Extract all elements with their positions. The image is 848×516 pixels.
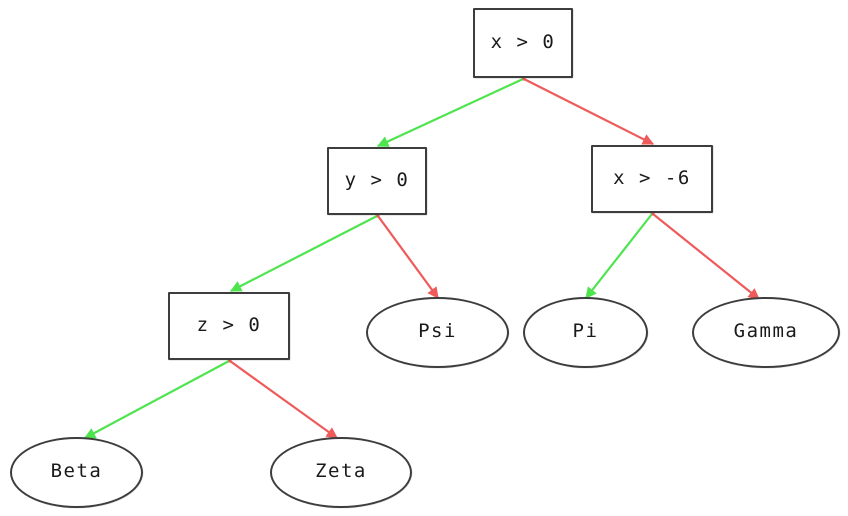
edge-z_gt_0-to-zeta: [229, 360, 338, 439]
node-root[interactable]: x > 0: [473, 8, 573, 78]
edge-z_gt_0-to-beta: [83, 360, 230, 439]
node-label-beta: Beta: [50, 460, 103, 482]
edge-root-to-x_gt_m6: [523, 78, 655, 145]
node-label-z_gt_0: z > 0: [196, 313, 262, 336]
edge-y_gt_0-to-psi: [377, 215, 439, 299]
edge-origin-dot: [651, 212, 655, 216]
node-zeta[interactable]: Zeta: [270, 437, 412, 508]
node-z_gt_0[interactable]: z > 0: [168, 292, 290, 360]
edge-origin-dot: [376, 214, 380, 218]
node-label-x_gt_m6: x > -6: [613, 166, 691, 189]
node-gamma[interactable]: Gamma: [692, 297, 840, 368]
node-label-pi: Pi: [572, 320, 599, 342]
node-label-root: x > 0: [490, 30, 556, 53]
node-label-gamma: Gamma: [733, 320, 799, 342]
node-psi[interactable]: Psi: [366, 297, 509, 368]
edge-x_gt_m6-to-gamma: [652, 213, 760, 300]
edge-y_gt_0-to-z_gt_0: [229, 215, 378, 292]
node-label-y_gt_0: y > 0: [344, 168, 410, 191]
node-pi[interactable]: Pi: [523, 297, 648, 368]
node-x_gt_m6[interactable]: x > -6: [591, 145, 713, 213]
edge-root-to-y_gt_0: [376, 78, 524, 147]
edge-x_gt_m6-to-pi: [585, 213, 653, 299]
node-beta[interactable]: Beta: [10, 437, 143, 508]
node-y_gt_0[interactable]: y > 0: [327, 147, 427, 215]
edge-origin-dot: [522, 77, 526, 81]
node-label-psi: Psi: [418, 320, 457, 342]
edge-origin-dot: [228, 359, 232, 363]
node-label-zeta: Zeta: [315, 460, 367, 482]
